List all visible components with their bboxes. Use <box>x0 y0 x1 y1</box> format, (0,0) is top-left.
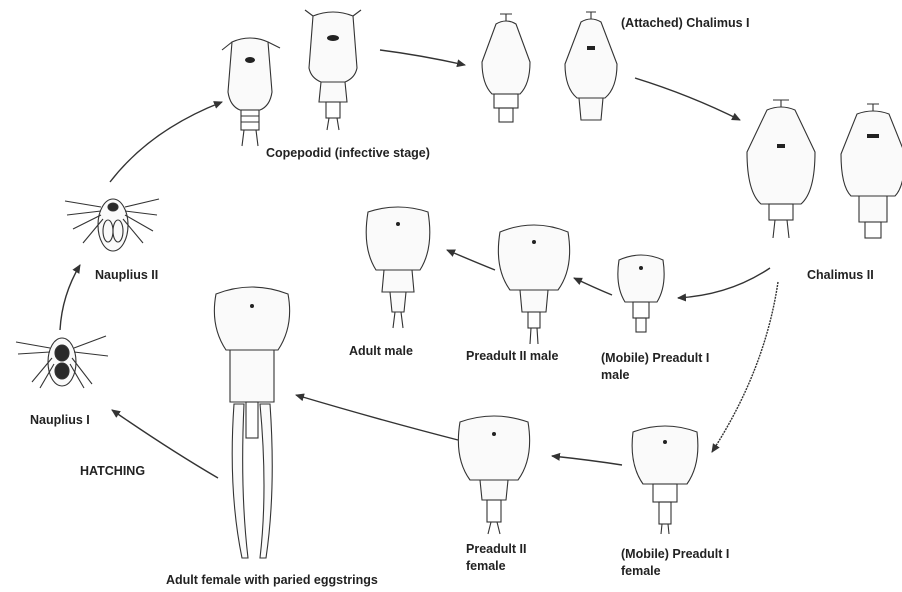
arrow-preadult1m-to-preadult2m <box>574 278 612 295</box>
adult-male-illustration <box>366 207 430 328</box>
nauplius-1-illustration <box>16 336 108 388</box>
label-preadult-1-female-line1: (Mobile) Preadult I <box>621 546 729 562</box>
label-copepodid: Copepodid (infective stage) <box>266 145 430 161</box>
label-adult-female: Adult female with paried eggstrings <box>166 572 378 588</box>
adult-female-illustration <box>214 287 289 558</box>
arrow-chalimus2-to-preadult1-female <box>712 282 778 452</box>
chalimus-1-illustration-1 <box>482 14 530 122</box>
arrow-preadult2f-to-adult-female <box>296 395 458 440</box>
chalimus-2-illustration-1 <box>747 100 815 238</box>
nauplius-2-illustration <box>65 199 159 251</box>
chalimus-1-illustration-2 <box>565 12 617 120</box>
copepodid-illustration-1 <box>222 38 280 146</box>
label-nauplius-2: Nauplius II <box>95 267 158 283</box>
label-nauplius-1: Nauplius I <box>30 412 90 428</box>
label-preadult-1-male-line1: (Mobile) Preadult I <box>601 350 709 366</box>
preadult-1-male-illustration <box>618 255 664 332</box>
label-preadult-1-female-line2: female <box>621 563 661 579</box>
label-hatching: HATCHING <box>80 463 145 479</box>
preadult-1-female-illustration <box>632 426 698 534</box>
label-adult-male: Adult male <box>349 343 413 359</box>
label-preadult-1-male-line2: male <box>601 367 630 383</box>
arrow-copepodid-to-chalimus1 <box>380 50 465 65</box>
label-chalimus-1: (Attached) Chalimus I <box>621 15 750 31</box>
label-preadult-2-male: Preadult II male <box>466 348 558 364</box>
chalimus-2-illustration-2 <box>841 104 902 238</box>
preadult-2-male-illustration <box>498 225 569 344</box>
arrow-chalimus1-to-chalimus2 <box>635 78 740 120</box>
label-preadult-2-female-line1: Preadult II <box>466 541 526 557</box>
label-chalimus-2: Chalimus II <box>807 267 874 283</box>
arrow-nauplius1-to-nauplius2 <box>60 265 80 330</box>
arrow-preadult2m-to-adult-male <box>447 250 495 270</box>
preadult-2-female-illustration <box>458 416 529 534</box>
label-preadult-2-female-line2: female <box>466 558 506 574</box>
arrow-chalimus2-to-preadult1-male <box>678 268 770 298</box>
arrow-nauplius2-to-copepodid <box>110 102 222 182</box>
copepodid-illustration-2 <box>305 10 361 130</box>
arrow-preadult1f-to-preadult2f <box>552 456 622 465</box>
